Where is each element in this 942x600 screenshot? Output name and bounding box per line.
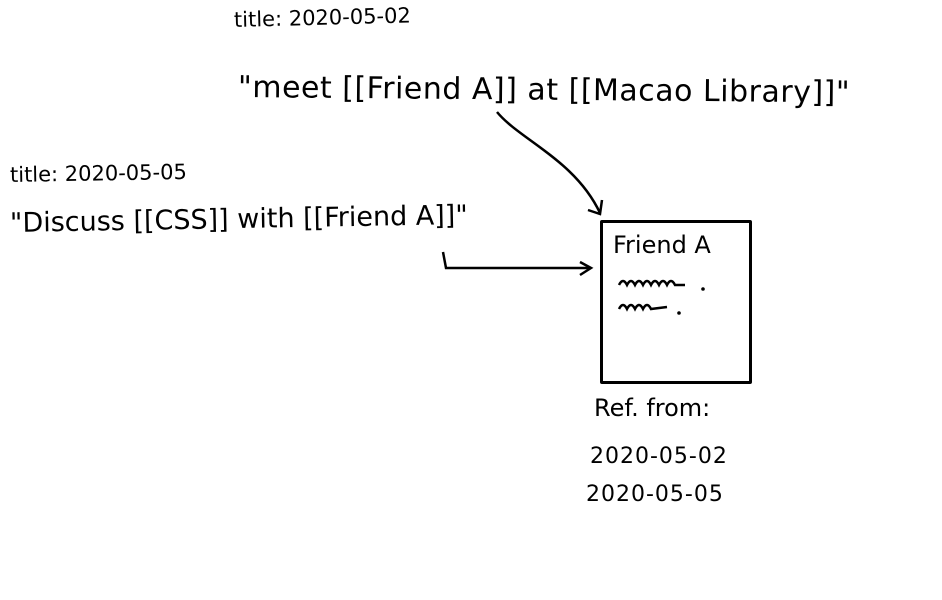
scribble-line-2-icon (617, 303, 681, 315)
arrow-note2-to-card-icon (441, 251, 590, 270)
arrow-note1-to-card-icon (496, 111, 602, 214)
friend-a-card: Friend A (600, 220, 752, 384)
backlink-item[interactable]: 2020-05-05 (586, 482, 724, 507)
backlinks-label: Ref. from: (594, 394, 711, 422)
note-2-title: title: 2020-05-05 (9, 159, 188, 187)
note-2-content: "Discuss [[CSS]] with [[Friend A]]" (9, 200, 469, 239)
scribble-line-1-icon (617, 279, 705, 291)
note-1-content: "meet [[Friend A]] at [[Macao Library]]" (237, 70, 851, 111)
note-1-title: title: 2020-05-02 (233, 3, 412, 32)
backlink-item[interactable]: 2020-05-02 (590, 444, 728, 469)
card-title: Friend A (613, 231, 711, 259)
